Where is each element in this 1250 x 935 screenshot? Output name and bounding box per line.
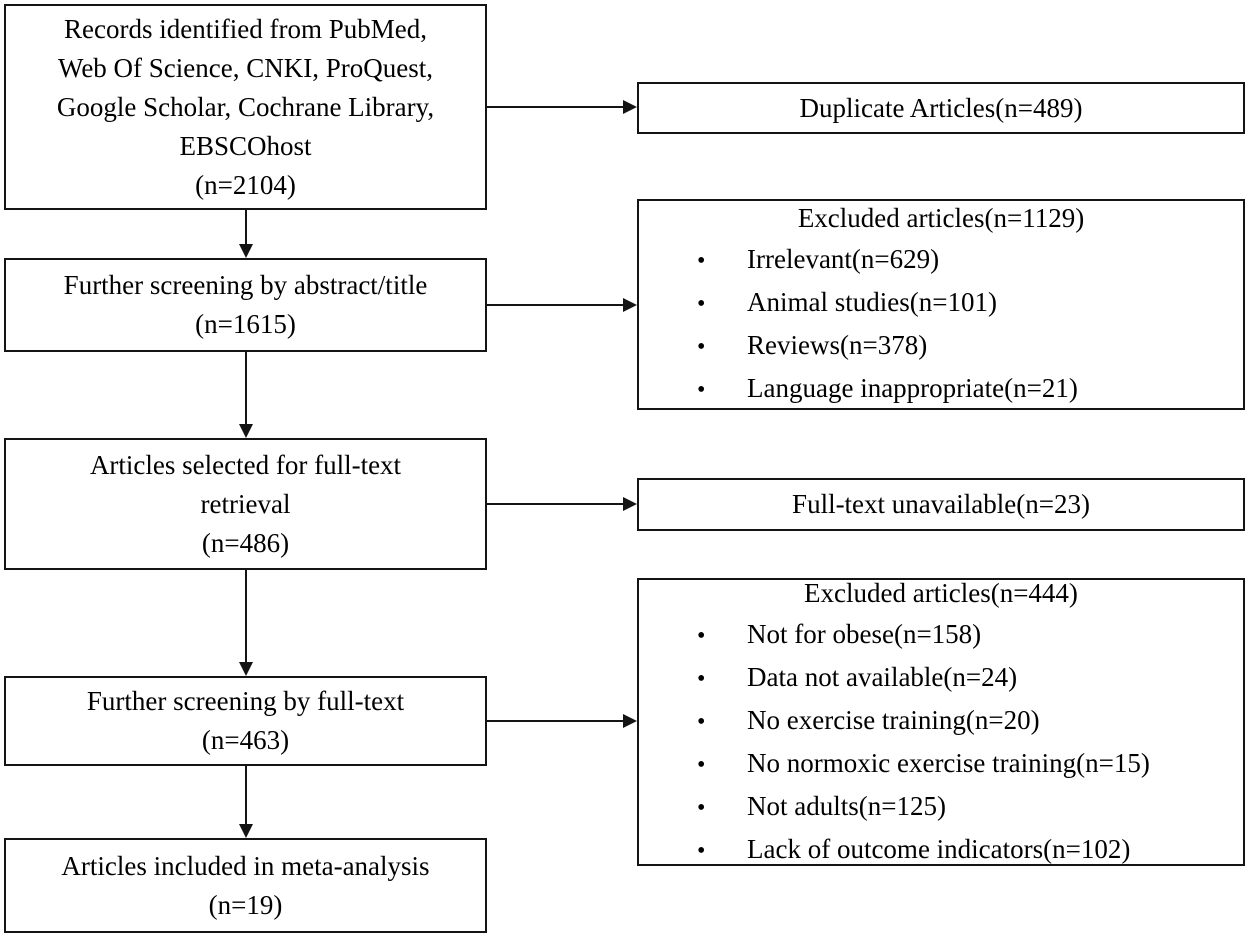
box-text-line: Articles included in meta-analysis [61, 850, 430, 881]
list-item: • Reviews(n=378) [639, 325, 1243, 368]
list-item-label: Not for obese(n=158) [747, 618, 982, 649]
arrow-right-icon [623, 714, 637, 728]
box-text-line: Duplicate Articles(n=489) [799, 92, 1083, 123]
box-text-line: Articles selected for full-text [89, 449, 402, 480]
list-item-label: Language inappropriate(n=21) [747, 373, 1078, 403]
arrow-identification-to-abstract-screening [239, 210, 253, 258]
arrow-shaft [245, 570, 247, 668]
bullet-icon: • [697, 622, 706, 649]
box-text-line: Full-text unavailable(n=23) [792, 489, 1090, 519]
list-item: • Language inappropriate(n=21) [639, 368, 1243, 411]
list-item-label: Irrelevant(n=629) [747, 244, 940, 274]
box-excluded-fulltext: Excluded articles(n=444) • Not for obese… [637, 578, 1245, 866]
bullet-icon: • [697, 708, 706, 735]
arrow-down-icon [239, 244, 253, 258]
box-count: (n=2104) [195, 169, 296, 200]
bullet-icon: • [697, 377, 706, 403]
box-fulltext-unavailable: Full-text unavailable(n=23) [637, 478, 1245, 531]
arrow-shaft [245, 210, 247, 250]
list-item-label: No normoxic exercise training(n=15) [747, 747, 1150, 778]
arrow-shaft [487, 106, 629, 108]
box-text-line: Web Of Science, CNKI, ProQuest, [58, 52, 433, 83]
list-item: • No exercise training(n=20) [639, 700, 1243, 743]
list-item: • Not for obese(n=158) [639, 614, 1243, 657]
box-text-line: retrieval [200, 488, 291, 519]
box-count: (n=486) [201, 527, 290, 558]
arrow-fulltext-screening-to-included [239, 765, 253, 838]
arrow-to-excluded-fulltext [487, 714, 637, 728]
excluded-header: Excluded articles(n=444) [804, 577, 1078, 608]
arrow-to-excluded-abstract [487, 298, 637, 312]
list-item: • No normoxic exercise training(n=15) [639, 743, 1243, 786]
box-included-meta-analysis: Articles included in meta-analysis (n=19… [4, 838, 487, 933]
bullet-icon: • [697, 794, 706, 821]
excluded-header: Excluded articles(n=1129) [797, 203, 1085, 233]
arrow-shaft [487, 503, 629, 505]
list-item: • Not adults(n=125) [639, 786, 1243, 829]
box-screening-fulltext: Further screening by full-text (n=463) [4, 676, 487, 766]
arrow-right-icon [623, 298, 637, 312]
list-item-label: Data not available(n=24) [747, 661, 1018, 692]
box-text-line: Google Scholar, Cochrane Library, [56, 91, 435, 122]
list-item-label: Reviews(n=378) [747, 330, 928, 360]
arrow-abstract-screening-to-retrieval [239, 352, 253, 438]
arrow-down-icon [239, 824, 253, 838]
list-item: • Irrelevant(n=629) [639, 239, 1243, 282]
box-screening-abstract-title: Further screening by abstract/title (n=1… [4, 258, 487, 352]
bullet-icon: • [697, 665, 706, 692]
box-text-line: EBSCOhost [179, 130, 312, 161]
arrow-to-fulltext-unavailable [487, 497, 637, 511]
arrow-right-icon [623, 497, 637, 511]
bullet-icon: • [697, 248, 706, 274]
list-item: • Lack of outcome indicators(n=102) [639, 829, 1243, 872]
list-item-label: Lack of outcome indicators(n=102) [747, 833, 1131, 864]
bullet-icon: • [697, 837, 706, 864]
bullet-icon: • [697, 751, 706, 778]
arrow-shaft [487, 304, 629, 306]
list-item: • Data not available(n=24) [639, 657, 1243, 700]
bullet-icon: • [697, 334, 706, 360]
box-fulltext-retrieval: Articles selected for full-text retrieva… [4, 438, 487, 570]
box-records-identified: Records identified from PubMed, Web Of S… [4, 4, 487, 210]
box-text-line: Further screening by abstract/title [63, 270, 428, 300]
list-item-label: No exercise training(n=20) [747, 704, 1040, 735]
list-item-label: Not adults(n=125) [747, 790, 946, 821]
arrow-down-icon [239, 424, 253, 438]
arrow-to-duplicates [487, 100, 637, 114]
box-duplicate-articles: Duplicate Articles(n=489) [637, 82, 1245, 134]
box-count: (n=463) [201, 725, 290, 755]
box-text-line: Records identified from PubMed, [64, 13, 427, 44]
box-excluded-abstract: Excluded articles(n=1129) • Irrelevant(n… [637, 199, 1245, 410]
bullet-icon: • [697, 291, 706, 317]
box-text-line: Further screening by full-text [86, 686, 405, 716]
box-count: (n=19) [208, 889, 283, 920]
arrow-down-icon [239, 662, 253, 676]
box-count: (n=1615) [195, 309, 296, 339]
list-item: • Animal studies(n=101) [639, 282, 1243, 325]
arrow-shaft [245, 765, 247, 830]
arrow-shaft [487, 720, 629, 722]
arrow-shaft [245, 352, 247, 430]
list-item-label: Animal studies(n=101) [747, 287, 997, 317]
arrow-retrieval-to-fulltext-screening [239, 570, 253, 676]
arrow-right-icon [623, 100, 637, 114]
